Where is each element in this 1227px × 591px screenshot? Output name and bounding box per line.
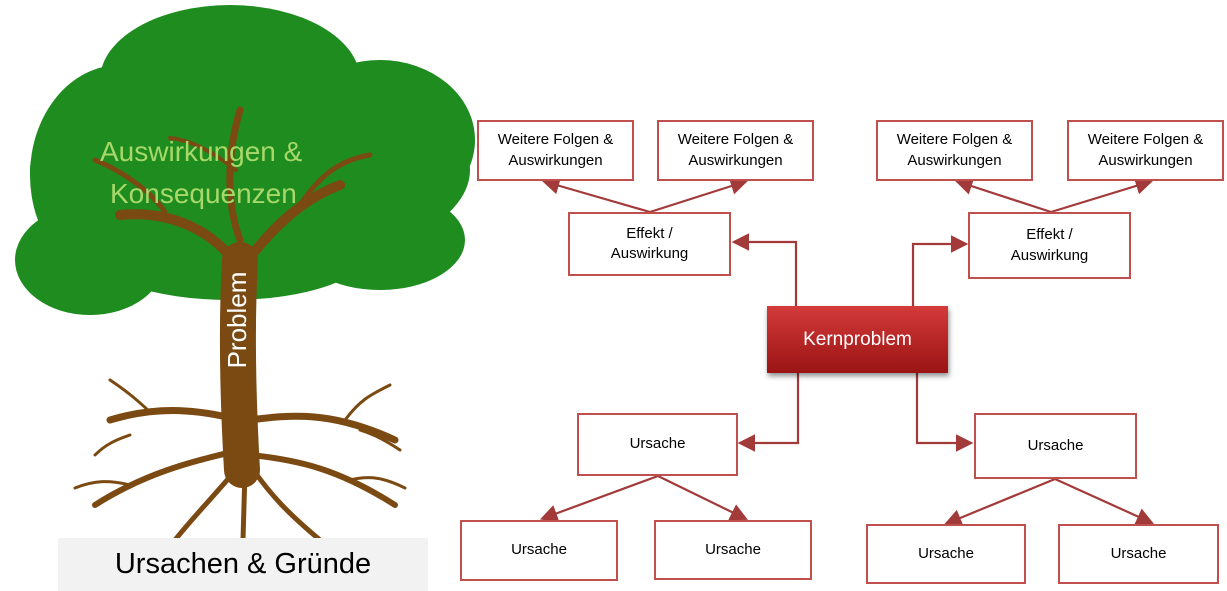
effect-box-left: Effekt / Auswirkung [568, 212, 731, 276]
arrow-core-to-cause-left [737, 373, 800, 452]
arrow-core-to-effect-right [911, 235, 969, 306]
arrow-effect-left-to-consequence-2 [649, 177, 749, 214]
effect-box-right: Effekt / Auswirkung [968, 212, 1131, 279]
arrow-core-to-cause-right [915, 373, 974, 452]
crown-label-line1: Auswirkungen & [100, 136, 303, 167]
arrow-core-to-effect-left [731, 233, 798, 306]
arrow-cause-right-to-sub-3 [943, 477, 1056, 527]
consequence-box-2: Weitere Folgen & Auswirkungen [657, 120, 814, 181]
sub-cause-box-3: Ursache [866, 524, 1026, 584]
arrow-effect-right-to-consequence-4 [1050, 177, 1154, 214]
core-problem-box: Kernproblem [767, 306, 948, 373]
consequence-box-3: Weitere Folgen & Auswirkungen [876, 120, 1033, 181]
sub-cause-box-4: Ursache [1058, 524, 1219, 584]
consequence-box-1: Weitere Folgen & Auswirkungen [477, 120, 634, 181]
arrow-effect-right-to-consequence-3 [954, 177, 1052, 214]
cause-box-right: Ursache [974, 413, 1137, 479]
arrow-cause-right-to-sub-4 [1054, 477, 1155, 525]
tree-roots [73, 378, 407, 543]
arrow-cause-left-to-sub-1 [539, 474, 659, 522]
consequence-box-4: Weitere Folgen & Auswirkungen [1067, 120, 1224, 181]
arrow-cause-left-to-sub-2 [657, 475, 748, 521]
sub-cause-box-2: Ursache [654, 520, 812, 580]
roots-label: Ursachen & Gründe [58, 538, 428, 591]
cause-box-left: Ursache [577, 413, 738, 476]
tree-trunk-branches [92, 106, 373, 488]
arrow-effect-left-to-consequence-1 [541, 177, 651, 214]
crown-label-line2: Konsequenzen [110, 178, 297, 209]
tree-illustration [15, 5, 475, 543]
sub-cause-box-1: Ursache [460, 520, 618, 581]
